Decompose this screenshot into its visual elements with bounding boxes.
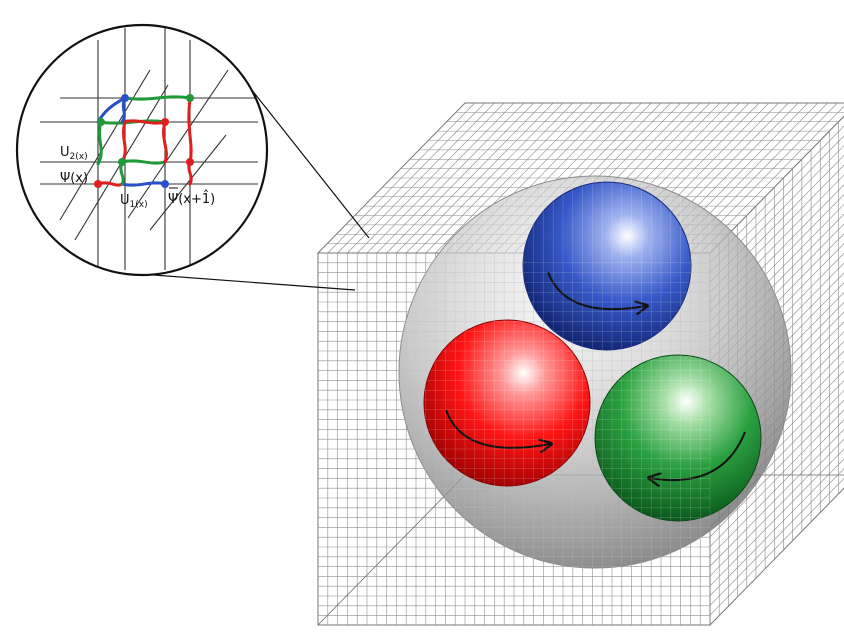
node <box>118 158 126 166</box>
quark-green <box>594 354 762 522</box>
node <box>97 118 105 126</box>
zoom-callout-lines <box>139 74 370 291</box>
magnifier: U2(x) Ψ(x) U1(x) Ψ(x+1̂) <box>15 23 269 277</box>
quark-red <box>423 319 591 487</box>
node <box>161 180 169 188</box>
node <box>121 94 129 102</box>
quark-red-sphere <box>423 319 591 487</box>
link-red-vert <box>162 120 168 164</box>
quark-lattice-overlay <box>424 182 711 521</box>
magnifier-labels: U2(x) Ψ(x) U1(x) Ψ(x+1̂) <box>60 145 215 210</box>
link-red-right <box>187 96 193 164</box>
lattice-nodes <box>94 94 194 188</box>
label-psibar: Ψ(x+1̂) <box>168 190 215 207</box>
node <box>94 180 102 188</box>
link-green-bottom <box>120 159 167 165</box>
quark-blue <box>522 181 692 351</box>
link-green-left <box>96 120 103 166</box>
quark-green-sphere <box>594 354 762 522</box>
link-green-top <box>123 95 192 101</box>
node <box>186 94 194 102</box>
label-u1: U1(x) <box>120 193 148 210</box>
spin-arrow-red-icon <box>445 409 550 448</box>
node <box>186 158 194 166</box>
magnifier-ring <box>15 23 269 277</box>
node <box>161 118 169 126</box>
spin-arrow-green-icon <box>650 431 746 480</box>
label-u2: U2(x) <box>60 145 88 162</box>
label-psi: Ψ(x) <box>60 171 88 186</box>
quark-blue-sphere <box>522 181 692 351</box>
spin-arrow-blue-icon <box>547 271 646 309</box>
